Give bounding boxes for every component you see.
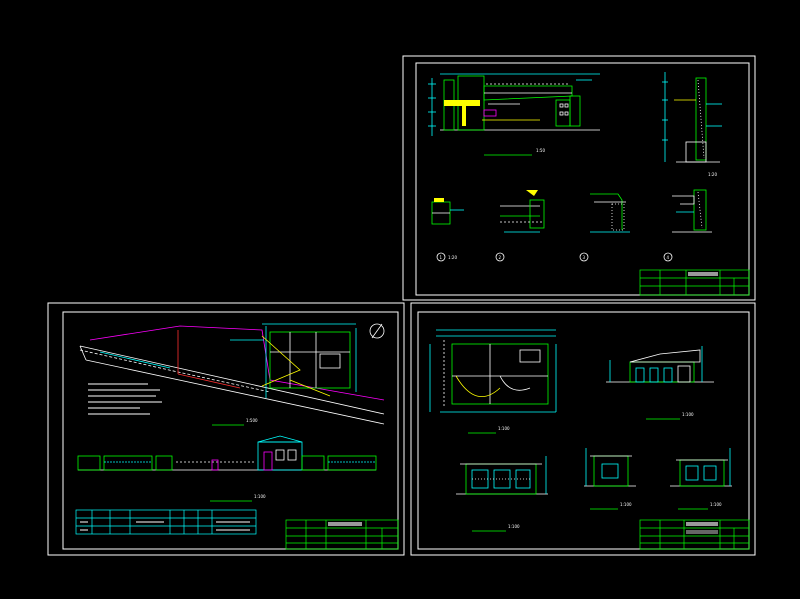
detail-callout-2: 2 [499,255,502,260]
elevation-b-scale: 1:100 [508,524,520,529]
sheet-inner-frame [417,311,750,550]
sheet-inner-frame [415,62,750,296]
elevation-a-scale: 1:100 [682,412,694,417]
elevation-d-scale: 1:100 [710,502,722,507]
schedule-cell-marks [80,521,250,531]
section-1-1-drawing [662,72,722,163]
title-block [639,269,750,296]
detail-callout-4: 4 [667,255,670,260]
sheet-left: 1:500 1:100 [47,302,405,556]
door-window-schedule-table [75,509,257,535]
guardhouse-floor-plan [429,329,557,413]
gate-fence-elevation [77,435,377,471]
site-plan-scale: 1:500 [246,418,258,423]
guardhouse-elevation-c [584,448,636,487]
detail-callout-1: 1 [440,255,443,260]
gate-elevation-scale: 1:50 [536,148,545,153]
sheet-outer-border [47,302,405,556]
title-block [639,519,750,550]
site-plan-drawing [79,323,385,425]
detail-3-drawing [579,193,630,262]
sheet-outer-border [410,302,756,556]
sheet-top-right: 1:50 1:20 1 1:20 [402,55,756,301]
general-notes-lines [88,383,162,415]
title-block [285,519,399,550]
elevation-scale: 1:100 [254,494,266,499]
detail-1-drawing [431,198,464,262]
sheet-bottom-right: 1:100 1:100 1:100 [410,302,756,556]
detail-callout-3: 3 [583,255,586,260]
gate-elevation-drawing [428,73,600,136]
guardhouse-elevation-d [670,448,732,487]
detail-1-scale: 1:20 [448,255,457,260]
detail-4-drawing [663,189,712,262]
section-1-1-scale: 1:20 [708,172,717,177]
sheet-outer-border [402,55,756,301]
floor-plan-scale: 1:100 [498,426,510,431]
guardhouse-elevation-b [456,456,548,495]
elevation-c-scale: 1:100 [620,502,632,507]
sheet-inner-frame [62,311,399,550]
guardhouse-elevation-a [606,346,714,383]
detail-2-drawing [495,190,545,262]
